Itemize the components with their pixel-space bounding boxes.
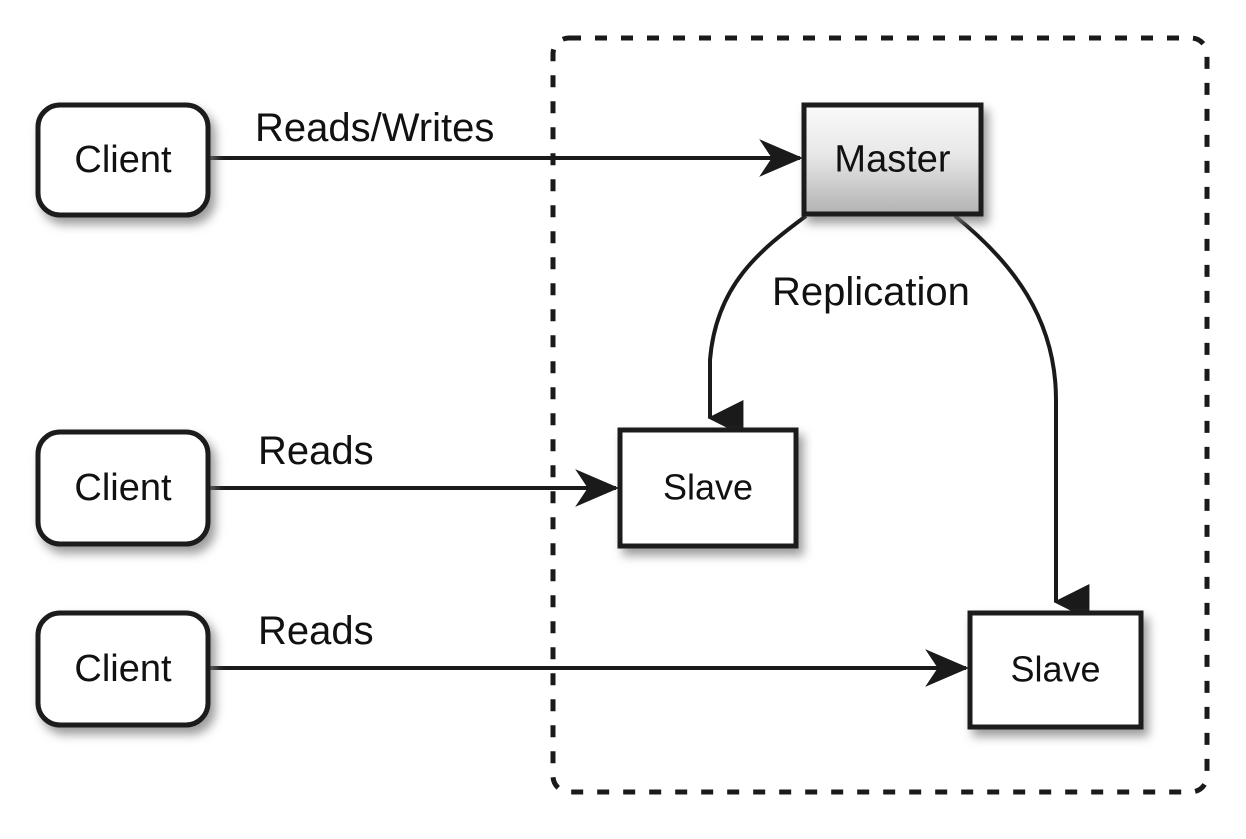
client-1-label: Client xyxy=(74,139,172,181)
edge-label-reads-slave-2: Reads xyxy=(258,609,374,653)
node-client-1[interactable]: Client xyxy=(35,102,211,218)
node-master[interactable]: Master xyxy=(801,102,984,217)
slave-1-shape[interactable] xyxy=(617,427,799,549)
edge-master-slave1 xyxy=(707,214,808,436)
node-slave-2[interactable]: Slave xyxy=(967,610,1144,730)
edge-label-reads-writes: Reads/Writes xyxy=(255,106,494,150)
client-2-shape[interactable] xyxy=(35,429,211,547)
client-1-shape[interactable] xyxy=(35,102,211,218)
edge-group xyxy=(209,139,1090,687)
database-cluster-boundary xyxy=(550,35,1210,795)
edge-master-slave2 xyxy=(953,214,1090,620)
client-3-shape[interactable] xyxy=(35,610,211,728)
client-3-label: Client xyxy=(74,648,172,690)
master-label: Master xyxy=(834,139,950,181)
master-shape[interactable] xyxy=(801,102,984,217)
edge-label-group: Reads/Writes Reads Reads Replication xyxy=(255,106,970,653)
client-2-label: Client xyxy=(74,467,172,509)
edge-label-reads-slave-1: Reads xyxy=(258,429,374,473)
slave-1-label: Slave xyxy=(663,467,753,508)
slave-2-label: Slave xyxy=(1010,649,1100,690)
edge-label-replication: Replication xyxy=(772,270,970,314)
node-client-3[interactable]: Client xyxy=(35,610,211,728)
node-client-2[interactable]: Client xyxy=(35,429,211,547)
slave-2-shape[interactable] xyxy=(967,610,1144,730)
node-slave-1[interactable]: Slave xyxy=(617,427,799,549)
node-group: Client Client Client Master Slave xyxy=(35,102,1144,730)
